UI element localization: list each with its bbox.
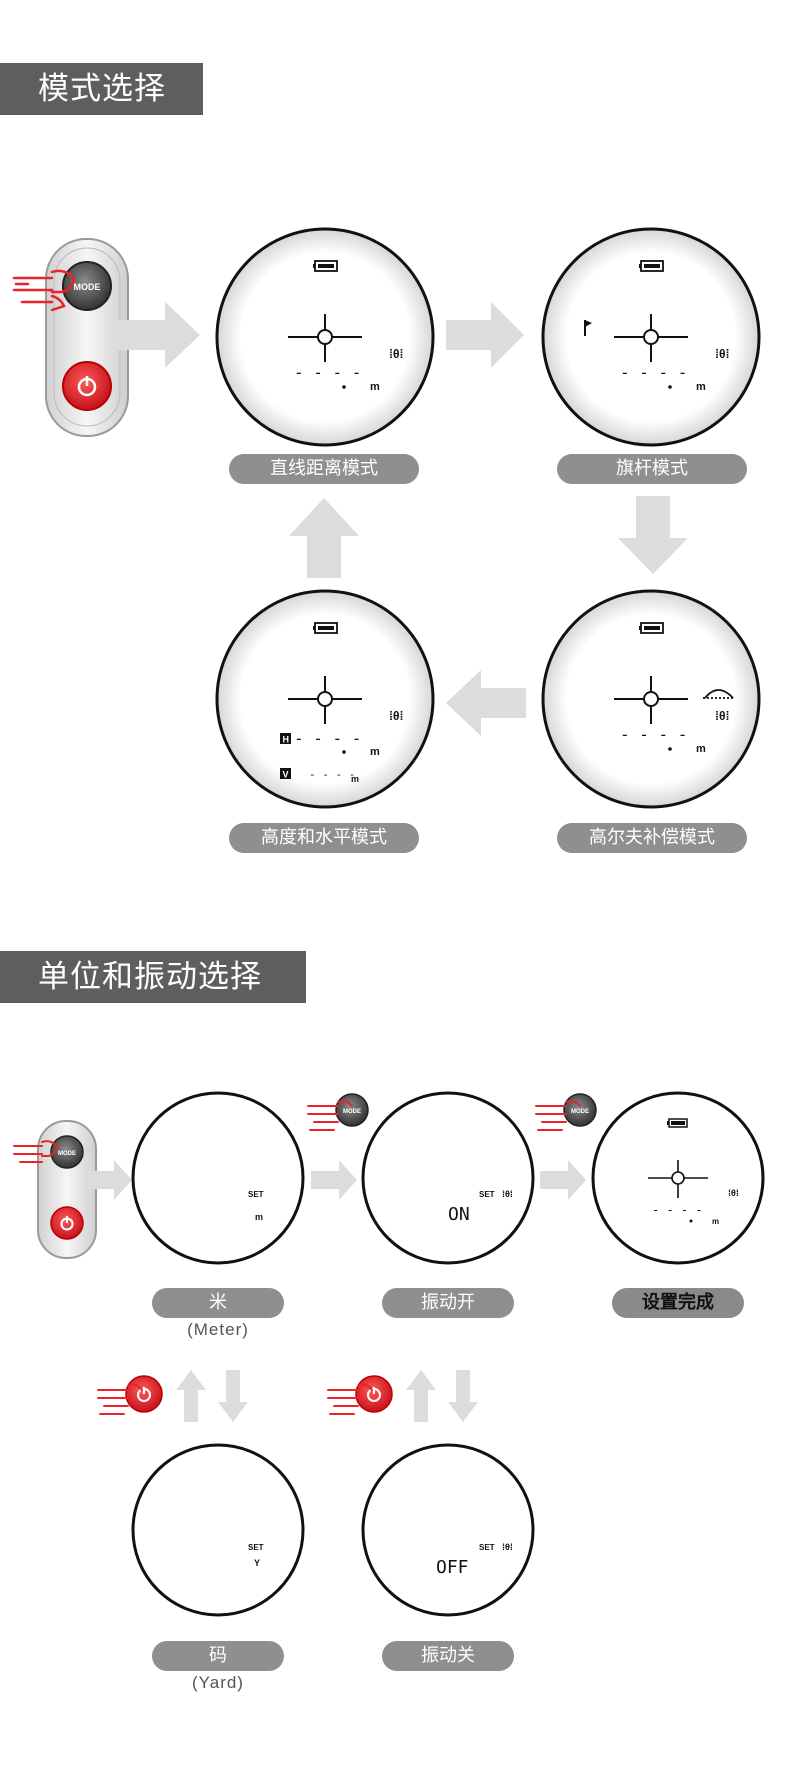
svg-text:m: m bbox=[696, 743, 706, 755]
pointing-hand-icon bbox=[13, 1140, 59, 1163]
svg-text:- - - -: - - - - bbox=[294, 363, 361, 382]
display-height-horizontal-mode: ⁞θ⁞ H - - - - m V - - - - m bbox=[215, 589, 435, 809]
arrow-left bbox=[446, 670, 526, 736]
power-press-icon-1 bbox=[97, 1375, 163, 1415]
power-button[interactable] bbox=[50, 1206, 84, 1240]
svg-text:- - - -: - - - - bbox=[309, 768, 355, 781]
arrow-right-s2-2 bbox=[311, 1160, 357, 1200]
svg-text:m: m bbox=[696, 381, 706, 393]
mode-button[interactable]: MODE bbox=[50, 1135, 84, 1169]
mode-press-icon-2: MODE bbox=[535, 1093, 597, 1131]
svg-text:m: m bbox=[351, 774, 359, 784]
power-press-icon-2 bbox=[327, 1375, 393, 1415]
label-straight-mode: 直线距离模式 bbox=[229, 454, 419, 484]
arrow-down bbox=[618, 496, 688, 574]
svg-text:SET: SET bbox=[248, 1543, 264, 1552]
vibration-icon: ⁞θ⁞ bbox=[715, 709, 729, 723]
svg-text:SET: SET bbox=[248, 1190, 264, 1199]
vibration-icon: ⁞θ⁞ bbox=[389, 347, 403, 361]
remote-device-small: MODE bbox=[13, 1120, 97, 1259]
arrow-right-2 bbox=[446, 302, 524, 368]
label-yard-sub: (Yard) bbox=[192, 1673, 244, 1692]
section-title-unit: 单位和振动选择 bbox=[0, 951, 306, 1003]
svg-text:MODE: MODE bbox=[58, 1151, 76, 1157]
display-straight-mode: ⁞θ⁞ - - - - m bbox=[215, 227, 435, 447]
mode-button[interactable]: MODE bbox=[62, 261, 112, 311]
arrow-up bbox=[289, 498, 359, 578]
svg-text:V: V bbox=[283, 770, 289, 780]
display-setting-complete: ⁞θ⁞ - - - - m bbox=[591, 1091, 765, 1265]
svg-text:MODE: MODE bbox=[571, 1109, 589, 1115]
pointing-hand-icon bbox=[12, 269, 76, 312]
section-title-mode: 模式选择 bbox=[0, 63, 203, 115]
label-golf-comp-mode: 高尔夫补偿模式 bbox=[557, 823, 747, 853]
battery-icon bbox=[313, 622, 338, 634]
label-meter-sub: (Meter) bbox=[187, 1320, 249, 1339]
svg-text:- - - -: - - - - bbox=[620, 363, 687, 382]
power-button[interactable] bbox=[62, 361, 112, 411]
arrow-right-1 bbox=[115, 302, 200, 368]
slope-icon bbox=[703, 689, 735, 699]
label-meter: 米 bbox=[152, 1288, 284, 1318]
crosshair-icon bbox=[648, 1160, 708, 1198]
arrow-right-s2-1 bbox=[86, 1160, 132, 1200]
label-height-horizontal-mode: 高度和水平模式 bbox=[229, 823, 419, 853]
crosshair-icon bbox=[614, 314, 688, 362]
label-yard: 码 bbox=[152, 1641, 284, 1671]
remote-device: MODE bbox=[12, 238, 129, 437]
label-setting-complete: 设置完成 bbox=[612, 1288, 744, 1318]
arrow-right-s2-3 bbox=[540, 1160, 586, 1200]
svg-text:- - - -: - - - - bbox=[294, 729, 361, 748]
svg-text:m: m bbox=[370, 381, 380, 393]
svg-text:SET: SET bbox=[479, 1543, 495, 1552]
battery-icon bbox=[639, 622, 664, 634]
svg-text:OFF: OFF bbox=[436, 1557, 469, 1578]
vibration-icon: ⁞θ⁞ bbox=[728, 1188, 739, 1198]
battery-icon bbox=[313, 260, 338, 272]
svg-text:ON: ON bbox=[448, 1204, 470, 1225]
battery-icon bbox=[639, 260, 664, 272]
display-golf-comp-mode: ⁞θ⁞ - - - - m bbox=[541, 589, 761, 809]
display-vibration-off: SET ⁞θ⁞ OFF bbox=[361, 1443, 535, 1617]
svg-text:m: m bbox=[255, 1212, 263, 1222]
svg-text:Y: Y bbox=[254, 1558, 260, 1568]
crosshair-icon bbox=[614, 676, 688, 724]
svg-text:SET: SET bbox=[479, 1190, 495, 1199]
svg-text:m: m bbox=[712, 1217, 719, 1226]
display-vibration-on: SET ⁞θ⁞ ON bbox=[361, 1091, 535, 1265]
svg-text:- - - -: - - - - bbox=[652, 1203, 703, 1217]
svg-text:H: H bbox=[283, 735, 290, 745]
vibration-icon: ⁞θ⁞ bbox=[715, 347, 729, 361]
crosshair-icon bbox=[288, 314, 362, 362]
swap-arrows-icon-1 bbox=[176, 1370, 248, 1422]
svg-text:MODE: MODE bbox=[74, 282, 101, 292]
vibration-icon: ⁞θ⁞ bbox=[389, 709, 403, 723]
vibration-icon: ⁞θ⁞ bbox=[502, 1542, 513, 1552]
crosshair-icon bbox=[288, 676, 362, 724]
display-unit-meter: SET m bbox=[131, 1091, 305, 1265]
vibration-icon: ⁞θ⁞ bbox=[502, 1189, 513, 1199]
display-unit-yard: SET Y bbox=[131, 1443, 305, 1617]
mode-press-icon-1: MODE bbox=[307, 1093, 369, 1131]
flag-icon bbox=[584, 320, 592, 336]
svg-text:MODE: MODE bbox=[343, 1109, 361, 1115]
label-vibration-off: 振动关 bbox=[382, 1641, 514, 1671]
svg-text:- - - -: - - - - bbox=[620, 725, 687, 744]
display-flag-mode: ⁞θ⁞ - - - - m bbox=[541, 227, 761, 447]
label-flag-mode: 旗杆模式 bbox=[557, 454, 747, 484]
battery-icon bbox=[667, 1118, 688, 1128]
svg-text:m: m bbox=[370, 746, 380, 758]
swap-arrows-icon-2 bbox=[406, 1370, 478, 1422]
label-vibration-on: 振动开 bbox=[382, 1288, 514, 1318]
